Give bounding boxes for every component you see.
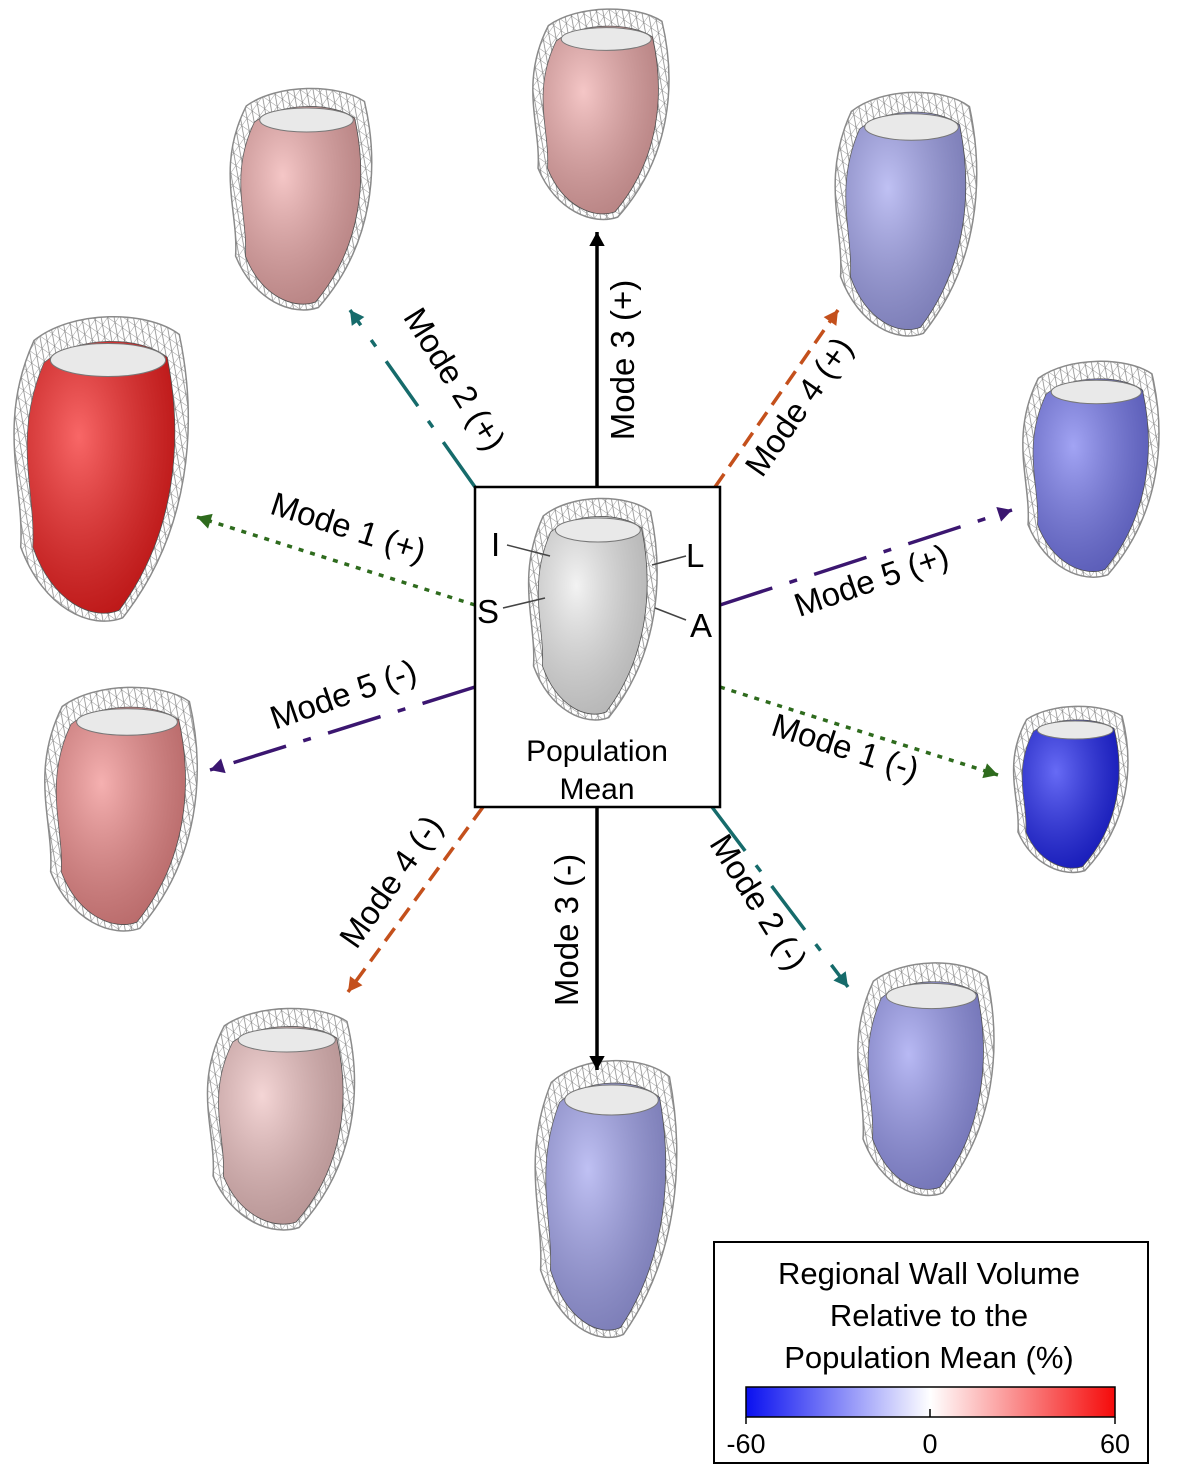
mode-label-m3p: Mode 3 (+) [604, 280, 641, 441]
axis-letter-s: S [477, 593, 499, 630]
mode-label-m1p: Mode 1 (+) [267, 485, 431, 570]
axis-letter-i: I [491, 526, 500, 563]
arrow-m2n [710, 805, 850, 989]
mean-ventricle-shape [527, 497, 658, 721]
shape-m3p [532, 8, 670, 221]
shape-m2n-opening [885, 982, 977, 1010]
legend-tick-mid: 0 [922, 1429, 937, 1459]
center-caption-line1: Population [526, 735, 668, 768]
arrowhead-m4p [823, 310, 838, 326]
shape-m5p-shading [1033, 378, 1149, 572]
arrowhead-m5p [996, 507, 1012, 522]
legend-title-line1: Regional Wall Volume [778, 1256, 1080, 1291]
mode-label-m2p: Mode 2 (+) [397, 301, 513, 457]
shape-m1p-shading [27, 341, 175, 614]
mode-label-m5n: Mode 5 (-) [265, 652, 421, 737]
shape-m1n [1012, 705, 1129, 874]
arrowhead-m2n [833, 971, 848, 987]
shape-m3n-opening [564, 1084, 659, 1116]
shape-m2p-shading [240, 106, 361, 305]
legend-frame [713, 1241, 1149, 1464]
shape-m1p-opening [49, 343, 167, 377]
shape-m1p [13, 315, 189, 622]
shape-m1n-shading [1022, 719, 1120, 869]
shape-m5n [44, 686, 198, 932]
shape-m2n [857, 962, 995, 1197]
arrows-layer [196, 232, 1013, 1070]
legend-tick-max: 60 [1100, 1429, 1130, 1459]
shape-m2p [229, 87, 373, 311]
arrowhead-m4n [348, 976, 363, 992]
arrow-m4n [346, 805, 485, 994]
arrowhead-m2p [350, 310, 365, 326]
arrow-m5n [209, 685, 476, 772]
shape-m5p-opening [1050, 379, 1142, 405]
legend-title-line3: Population Mean (%) [784, 1340, 1074, 1375]
shape-m4n-shading [218, 1026, 344, 1225]
shape-m4p [834, 91, 978, 337]
shape-m3n [534, 1059, 678, 1339]
legend-colorbar [745, 1386, 1116, 1418]
mode-label-m2n: Mode 2 (-) [703, 828, 815, 977]
population-mean-panel: I L S A Population Mean [473, 485, 722, 809]
shape-m4p-opening [864, 113, 959, 141]
shape-m4p-shading [845, 112, 966, 330]
arrow-m4p [713, 309, 840, 488]
arrowhead-m3n [589, 1056, 605, 1070]
mean-shape-shading [538, 516, 648, 715]
shape-m5p [1022, 360, 1160, 578]
pointer-line-l [651, 555, 687, 566]
pointer-line-i [506, 544, 551, 557]
arrowhead-m1p [197, 513, 213, 529]
mode-label-m4p: Mode 4 (+) [737, 330, 859, 483]
mode-label-m3n: Mode 3 (-) [548, 854, 585, 1006]
shape-m4n-opening [237, 1027, 336, 1053]
arrowhead-m3p [589, 232, 605, 246]
axis-letter-a: A [690, 607, 712, 644]
pointer-line-a [654, 607, 687, 621]
shapes-layer [13, 8, 1160, 1339]
arrowhead-m1n [982, 763, 998, 779]
arrow-m1p [196, 515, 476, 607]
pointer-line-s [502, 597, 546, 609]
shape-m3n-shading [545, 1083, 666, 1331]
mean-shape-opening [554, 517, 641, 543]
shape-m2n-shading [868, 981, 984, 1190]
axis-letter-l: L [686, 537, 704, 574]
mode-label-m5p: Mode 5 (+) [789, 537, 953, 624]
center-caption-line2: Mean [559, 773, 634, 806]
shape-m1n-opening [1036, 720, 1114, 740]
shape-m5n-shading [56, 707, 186, 925]
arrow-m5p [719, 508, 1013, 607]
shape-m5n-opening [76, 708, 178, 736]
arrowhead-m5n [210, 758, 226, 774]
color-legend: Regional Wall Volume Relative to the Pop… [713, 1241, 1149, 1464]
arrow-m2p [348, 308, 477, 489]
arrow-m1n [719, 685, 999, 777]
legend-title-line2: Relative to the [830, 1298, 1028, 1333]
legend-tick-min: -60 [726, 1429, 765, 1459]
shape-m3p-shading [543, 26, 659, 214]
shape-m3p-opening [560, 27, 652, 51]
shape-m2p-opening [259, 107, 354, 133]
shape-m4n [206, 1007, 356, 1231]
mode-label-m1n: Mode 1 (-) [767, 706, 923, 788]
